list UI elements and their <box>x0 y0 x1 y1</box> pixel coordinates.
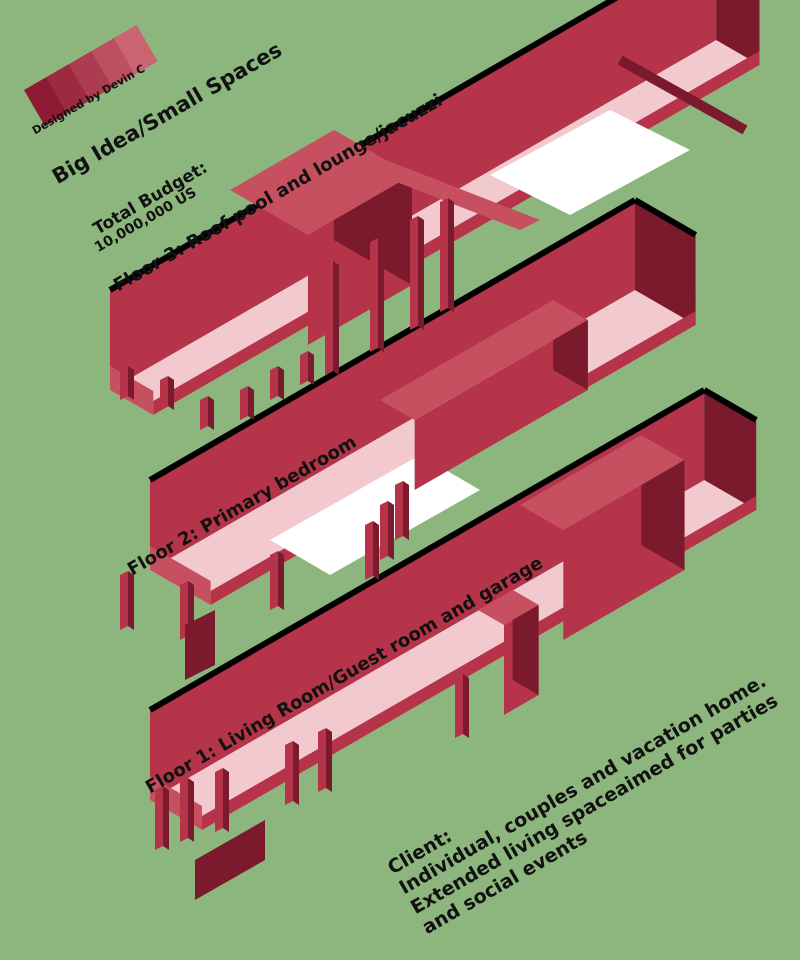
floor-3-rail-post-2 <box>160 376 168 410</box>
floor-2-pillar-6-side <box>403 481 409 540</box>
floor-3-canopy <box>340 150 540 230</box>
floor-1-pillar-4-side <box>293 741 299 805</box>
floor-1-pillar-5-side <box>326 728 332 792</box>
floor-2-bed-area <box>270 455 480 575</box>
floor-2-end-top-edge <box>633 197 698 238</box>
floor-3-rail-post-4 <box>240 386 248 420</box>
floor-3-louver-2 <box>370 238 378 352</box>
floor-2-pillar-1 <box>120 571 128 630</box>
floor-2-end-wall <box>634 200 696 325</box>
floor-1-stair-core-side <box>512 590 539 695</box>
floor-1-pillar-5 <box>318 728 326 792</box>
floor-1-end-top-edge <box>702 387 758 423</box>
floor-2-pillar-5 <box>380 501 388 560</box>
floor-1-pillar-3-side <box>223 768 229 832</box>
floor-3-louver-3 <box>410 216 418 330</box>
floor-1-pillar-2 <box>180 778 188 842</box>
floor-2-closet-wall-front <box>414 320 588 490</box>
floor-2-screen <box>185 610 215 680</box>
floor-1-pillar-3 <box>215 768 223 832</box>
floor-1-garage-door <box>195 820 265 900</box>
floor-3-rail-post-5-side <box>278 366 284 400</box>
floor-3-rail-post-6-side <box>308 351 314 385</box>
floor-1-pillar-6 <box>455 674 463 738</box>
floor-1-stair-core-top <box>478 590 539 625</box>
floor-2-back-wall <box>150 200 635 570</box>
floor-3-rail-post-5 <box>270 366 278 400</box>
floor-3-louver-3-side <box>418 216 424 330</box>
floor-3-rail-post-3-side <box>208 396 214 430</box>
floor-3-rail-post-2-side <box>168 376 174 410</box>
floor-3-rail-post-3 <box>200 396 208 430</box>
floor-3-rail-post-1 <box>120 366 128 400</box>
floor-1-guest-room-top <box>520 435 685 530</box>
floor-1-pillar-2-side <box>188 778 194 842</box>
floor-3-back-wall <box>110 0 717 390</box>
floor-2-closet-wall-top <box>380 300 588 420</box>
floor-3-pergola-beam <box>617 55 748 135</box>
floor-3-louver-4-side <box>448 198 454 312</box>
floor-3-louver-2-side <box>378 238 384 352</box>
floor-3-louver-1 <box>325 261 333 375</box>
floor-1-end-wall <box>704 390 757 510</box>
floor-1-pillar-6-side <box>463 674 469 738</box>
floor-3-rail-post-6 <box>300 351 308 385</box>
floor-1-top-edge <box>148 387 706 713</box>
floor-1-pillar-1-side <box>163 786 169 850</box>
floor-1-pillar-1 <box>155 786 163 850</box>
floor-3-louver-1-side <box>333 261 339 375</box>
floor-2-left-wall <box>150 546 211 605</box>
floor-2-pillar-1-side <box>128 571 134 630</box>
floor-1-pillar-4 <box>285 741 293 805</box>
floor-2-top-edge <box>148 197 637 483</box>
floor-3-louver-4 <box>440 198 448 312</box>
floor-3-rail-post-1-side <box>128 366 134 400</box>
floor-2-pillar-4 <box>365 521 373 580</box>
floor-3-end-wall <box>716 0 760 65</box>
floor-2-pillar-3 <box>270 551 278 610</box>
floor-3-rail-post-4-side <box>248 386 254 420</box>
floor-2-pillar-6 <box>395 481 403 540</box>
floor-2-pillar-4-side <box>373 521 379 580</box>
floor-3-top-edge <box>108 0 619 293</box>
floor-3-pool <box>490 110 690 215</box>
floor-2-pillar-5-side <box>388 501 394 560</box>
floor-2-pillar-3-side <box>278 551 284 610</box>
